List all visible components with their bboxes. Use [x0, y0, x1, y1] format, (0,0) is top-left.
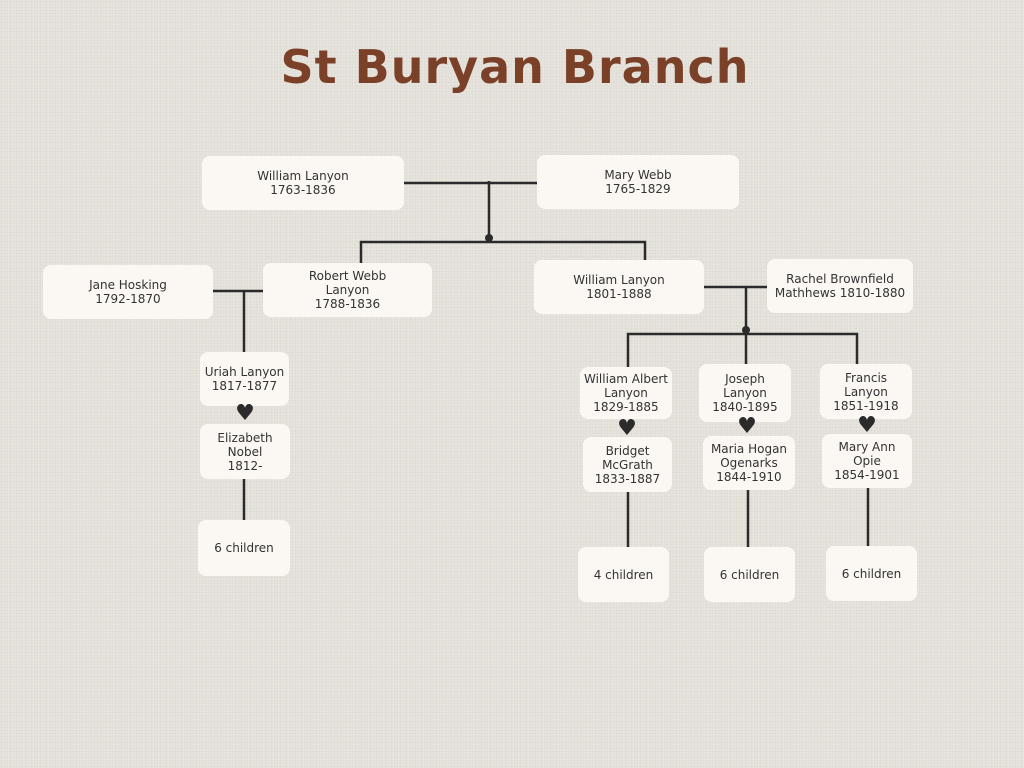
person-dates: 1788-1836: [314, 297, 381, 311]
person-dates: 1840-1895: [712, 400, 778, 414]
person-name-2: Nobel: [227, 444, 263, 459]
person-dates: 1844-1910: [716, 470, 782, 484]
person-dates: 1792-1870: [95, 292, 161, 306]
junction-dot: [742, 326, 750, 334]
person-bridget-mcgrath[interactable]: Bridget McGrath 1833-1887: [583, 437, 672, 492]
person-name: Robert Webb: [308, 269, 387, 283]
person-dates: 1817-1877: [211, 379, 278, 393]
person-name-2: Lanyon: [325, 283, 370, 297]
person-william-albert-lanyon[interactable]: William Albert Lanyon 1829-1885: [580, 367, 672, 419]
person-dates: 1829-1885: [593, 400, 659, 414]
person-william-lanyon-1801[interactable]: William Lanyon 1801-1888: [534, 260, 704, 314]
sibling-line: [359, 240, 647, 263]
person-mary-webb[interactable]: Mary Webb 1765-1829: [537, 155, 739, 209]
person-dates: 1801-1888: [586, 287, 652, 301]
children-count-william-albert[interactable]: 4 children: [578, 547, 669, 602]
person-name: Elizabeth: [217, 430, 273, 445]
person-name: Mary Ann: [838, 440, 896, 454]
person-name: William Lanyon: [257, 169, 349, 183]
person-name: Francis: [844, 370, 888, 385]
children-count-uriah[interactable]: 6 children: [198, 520, 290, 576]
person-uriah-lanyon[interactable]: Uriah Lanyon 1817-1877: [200, 352, 289, 406]
person-name: Jane Hosking: [89, 278, 167, 292]
person-dates: 1763-1836: [270, 183, 336, 197]
sibling-line: [626, 332, 859, 367]
person-name: William Albert: [584, 372, 668, 386]
person-name: Maria Hogan: [710, 442, 788, 456]
person-mary-ann-opie[interactable]: Mary Ann Opie 1854-1901: [822, 434, 912, 488]
person-robert-webb-lanyon[interactable]: Robert Webb Lanyon 1788-1836: [263, 263, 432, 317]
children-count-joseph[interactable]: 6 children: [704, 547, 795, 602]
heart-icon: ♥: [857, 413, 877, 438]
junction-dot: [485, 234, 493, 242]
person-william-lanyon-1763[interactable]: William Lanyon 1763-1836: [202, 156, 404, 210]
person-francis-lanyon[interactable]: Francis Lanyon 1851-1918: [820, 364, 912, 419]
heart-icon: ♥: [617, 416, 637, 441]
heart-icon: ♥: [235, 401, 255, 426]
person-name: Rachel Brownfield: [786, 272, 894, 286]
person-name: Mary Webb: [604, 168, 672, 182]
person-name-2: Lanyon: [604, 386, 648, 400]
person-dates: 1851-1918: [833, 398, 899, 413]
person-name-2: McGrath: [602, 457, 653, 472]
person-name: Joseph: [725, 372, 765, 386]
person-dates: 1854-1901: [834, 468, 900, 482]
person-name-2: Opie: [853, 454, 881, 468]
person-jane-hosking[interactable]: Jane Hosking 1792-1870: [43, 265, 213, 319]
person-dates: 1833-1887: [594, 471, 661, 486]
heart-icon: ♥: [737, 414, 757, 439]
person-name-2: Ogenarks: [720, 456, 778, 470]
person-elizabeth-nobel[interactable]: Elizabeth Nobel 1812-: [200, 424, 290, 479]
children-count-francis[interactable]: 6 children: [826, 546, 917, 601]
person-dates: Mathhews 1810-1880: [774, 286, 906, 300]
person-dates: 1765-1829: [605, 182, 671, 196]
person-rachel-brownfield[interactable]: Rachel Brownfield Mathhews 1810-1880: [767, 259, 913, 313]
person-name: William Lanyon: [573, 273, 665, 287]
person-maria-hogan-ogenarks[interactable]: Maria Hogan Ogenarks 1844-1910: [703, 436, 795, 490]
person-name-2: Lanyon: [844, 384, 888, 399]
person-name-2: Lanyon: [723, 386, 767, 400]
person-name: Bridget: [605, 443, 650, 458]
page-title: St Buryan Branch: [280, 40, 750, 94]
person-dates: 1812-: [227, 458, 263, 473]
person-joseph-lanyon[interactable]: Joseph Lanyon 1840-1895: [699, 364, 791, 422]
person-name: Uriah Lanyon: [204, 365, 285, 379]
